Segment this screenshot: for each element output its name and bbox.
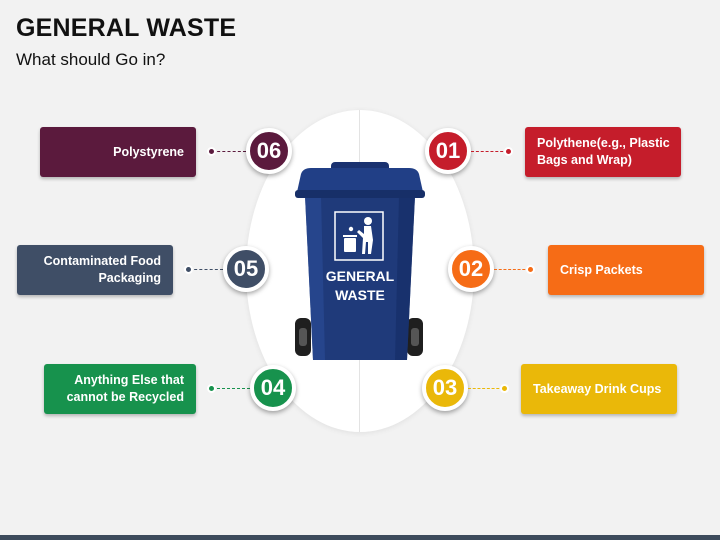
item-label: Anything Else that cannot be Recycled bbox=[66, 373, 184, 404]
item-box-05: Contaminated Food Packaging bbox=[17, 245, 173, 295]
connector-dot-05 bbox=[184, 265, 193, 274]
bin-label-line1: GENERAL bbox=[326, 268, 395, 284]
item-label: Polystyrene bbox=[113, 144, 184, 159]
person-throwing-trash-icon bbox=[343, 217, 373, 254]
connector-01 bbox=[471, 151, 508, 152]
number-badge-05: 05 bbox=[223, 246, 269, 292]
page-title: GENERAL WASTE bbox=[16, 14, 237, 42]
item-box-06: Polystyrene bbox=[40, 127, 196, 177]
page-subtitle: What should Go in? bbox=[16, 50, 166, 69]
number-badge-06: 06 bbox=[246, 128, 292, 174]
number-badge-04: 04 bbox=[250, 365, 296, 411]
connector-dot-02 bbox=[526, 265, 535, 274]
bin-label-line2: WASTE bbox=[335, 287, 385, 303]
connector-02 bbox=[494, 269, 530, 270]
item-label: Takeaway Drink Cups bbox=[533, 381, 662, 396]
item-box-01: Polythene(e.g., Plastic Bags and Wrap) bbox=[525, 127, 681, 177]
connector-dot-04 bbox=[207, 384, 216, 393]
number-badge-02: 02 bbox=[448, 246, 494, 292]
item-label: Polythene(e.g., Plastic Bags and Wrap) bbox=[537, 136, 670, 167]
waste-bin-illustration: GENERAL WASTE bbox=[295, 162, 425, 360]
item-box-02: Crisp Packets bbox=[548, 245, 704, 295]
item-label: Crisp Packets bbox=[560, 262, 643, 277]
trash-sign bbox=[334, 211, 384, 261]
connector-dot-01 bbox=[504, 147, 513, 156]
number-badge-03: 03 bbox=[422, 365, 468, 411]
bin-lid bbox=[297, 168, 423, 192]
item-box-04: Anything Else that cannot be Recycled bbox=[44, 364, 196, 414]
item-label: Contaminated Food Packaging bbox=[43, 254, 161, 285]
item-box-03: Takeaway Drink Cups bbox=[521, 364, 677, 414]
bottom-bar bbox=[0, 535, 720, 540]
connector-06 bbox=[212, 151, 246, 152]
connector-dot-06 bbox=[207, 147, 216, 156]
connector-05 bbox=[189, 269, 223, 270]
connector-dot-03 bbox=[500, 384, 509, 393]
connector-04 bbox=[212, 388, 250, 389]
connector-03 bbox=[468, 388, 504, 389]
bin-body bbox=[305, 196, 415, 360]
number-badge-01: 01 bbox=[425, 128, 471, 174]
